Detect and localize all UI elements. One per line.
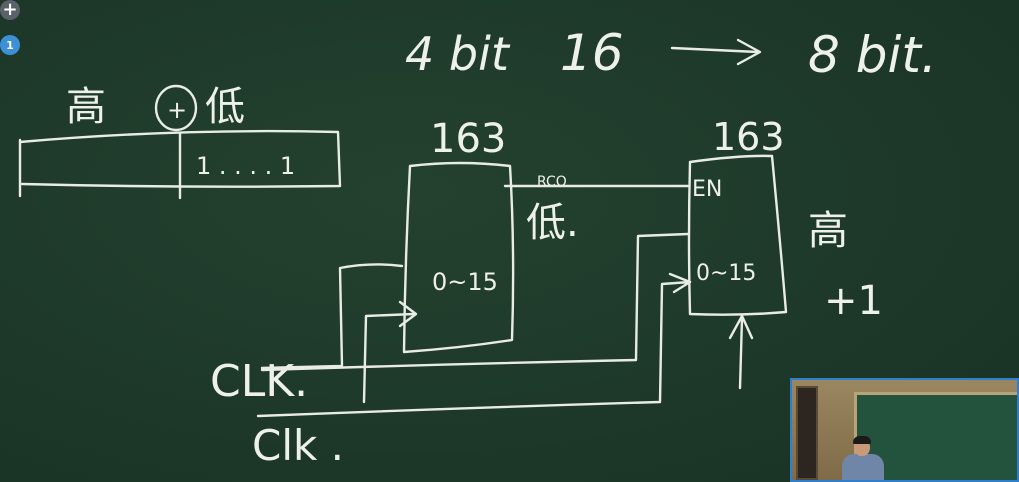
- chip-left-body: [402, 161, 515, 354]
- title-right-text: 8 bit.: [808, 26, 937, 84]
- chip-right-range: 0~15: [696, 261, 756, 286]
- clk-wire-to-left-upper: [260, 263, 404, 370]
- register-contents-text: 1 . . . . 1: [196, 152, 295, 180]
- header-high-text: 高: [66, 84, 106, 130]
- clk-top-label: CLK.: [210, 356, 308, 407]
- chip-right-plus-one: +1: [824, 278, 883, 324]
- page-badge[interactable]: 1: [0, 35, 20, 55]
- title-left-text: 4 bit: [405, 27, 511, 81]
- input-arrow-head-icon: [728, 314, 754, 340]
- instructor-hair: [853, 436, 871, 444]
- chip-right-high-mark: 高: [808, 208, 848, 254]
- clk-wire-to-right-lower: [256, 280, 692, 418]
- clk-right-arrow-icon: [668, 272, 692, 294]
- header-low-text: 低: [205, 84, 245, 130]
- chip-left-low-mark: 低.: [526, 200, 579, 246]
- input-arrow-shaft: [738, 316, 744, 390]
- header-plus-text: +: [167, 96, 187, 124]
- header-plus-circle: [154, 84, 198, 132]
- chip-left-range: 0~15: [432, 268, 498, 296]
- chip-left-rco: RCO: [537, 174, 567, 190]
- chip-right-label: 163: [712, 115, 785, 159]
- clk-left-arrow-icon: [398, 300, 418, 328]
- instructor-body: [842, 454, 884, 480]
- title-mid-text: 16: [560, 24, 624, 82]
- title-arrow-head-icon: [736, 38, 762, 66]
- clk-wire-to-left-lower: [362, 312, 416, 404]
- chip-left-label: 163: [430, 116, 506, 162]
- chip-right-body: [687, 154, 788, 316]
- video-door: [796, 386, 818, 480]
- register-outline: [18, 129, 342, 188]
- clk-wire-to-right-upper: [260, 232, 690, 372]
- instructor-video-inset[interactable]: [790, 378, 1019, 482]
- clk-bottom-label: Clk .: [252, 421, 344, 470]
- add-icon[interactable]: +: [0, 0, 20, 20]
- chip-right-en: EN: [692, 177, 722, 202]
- title-arrow-shaft: [670, 46, 760, 54]
